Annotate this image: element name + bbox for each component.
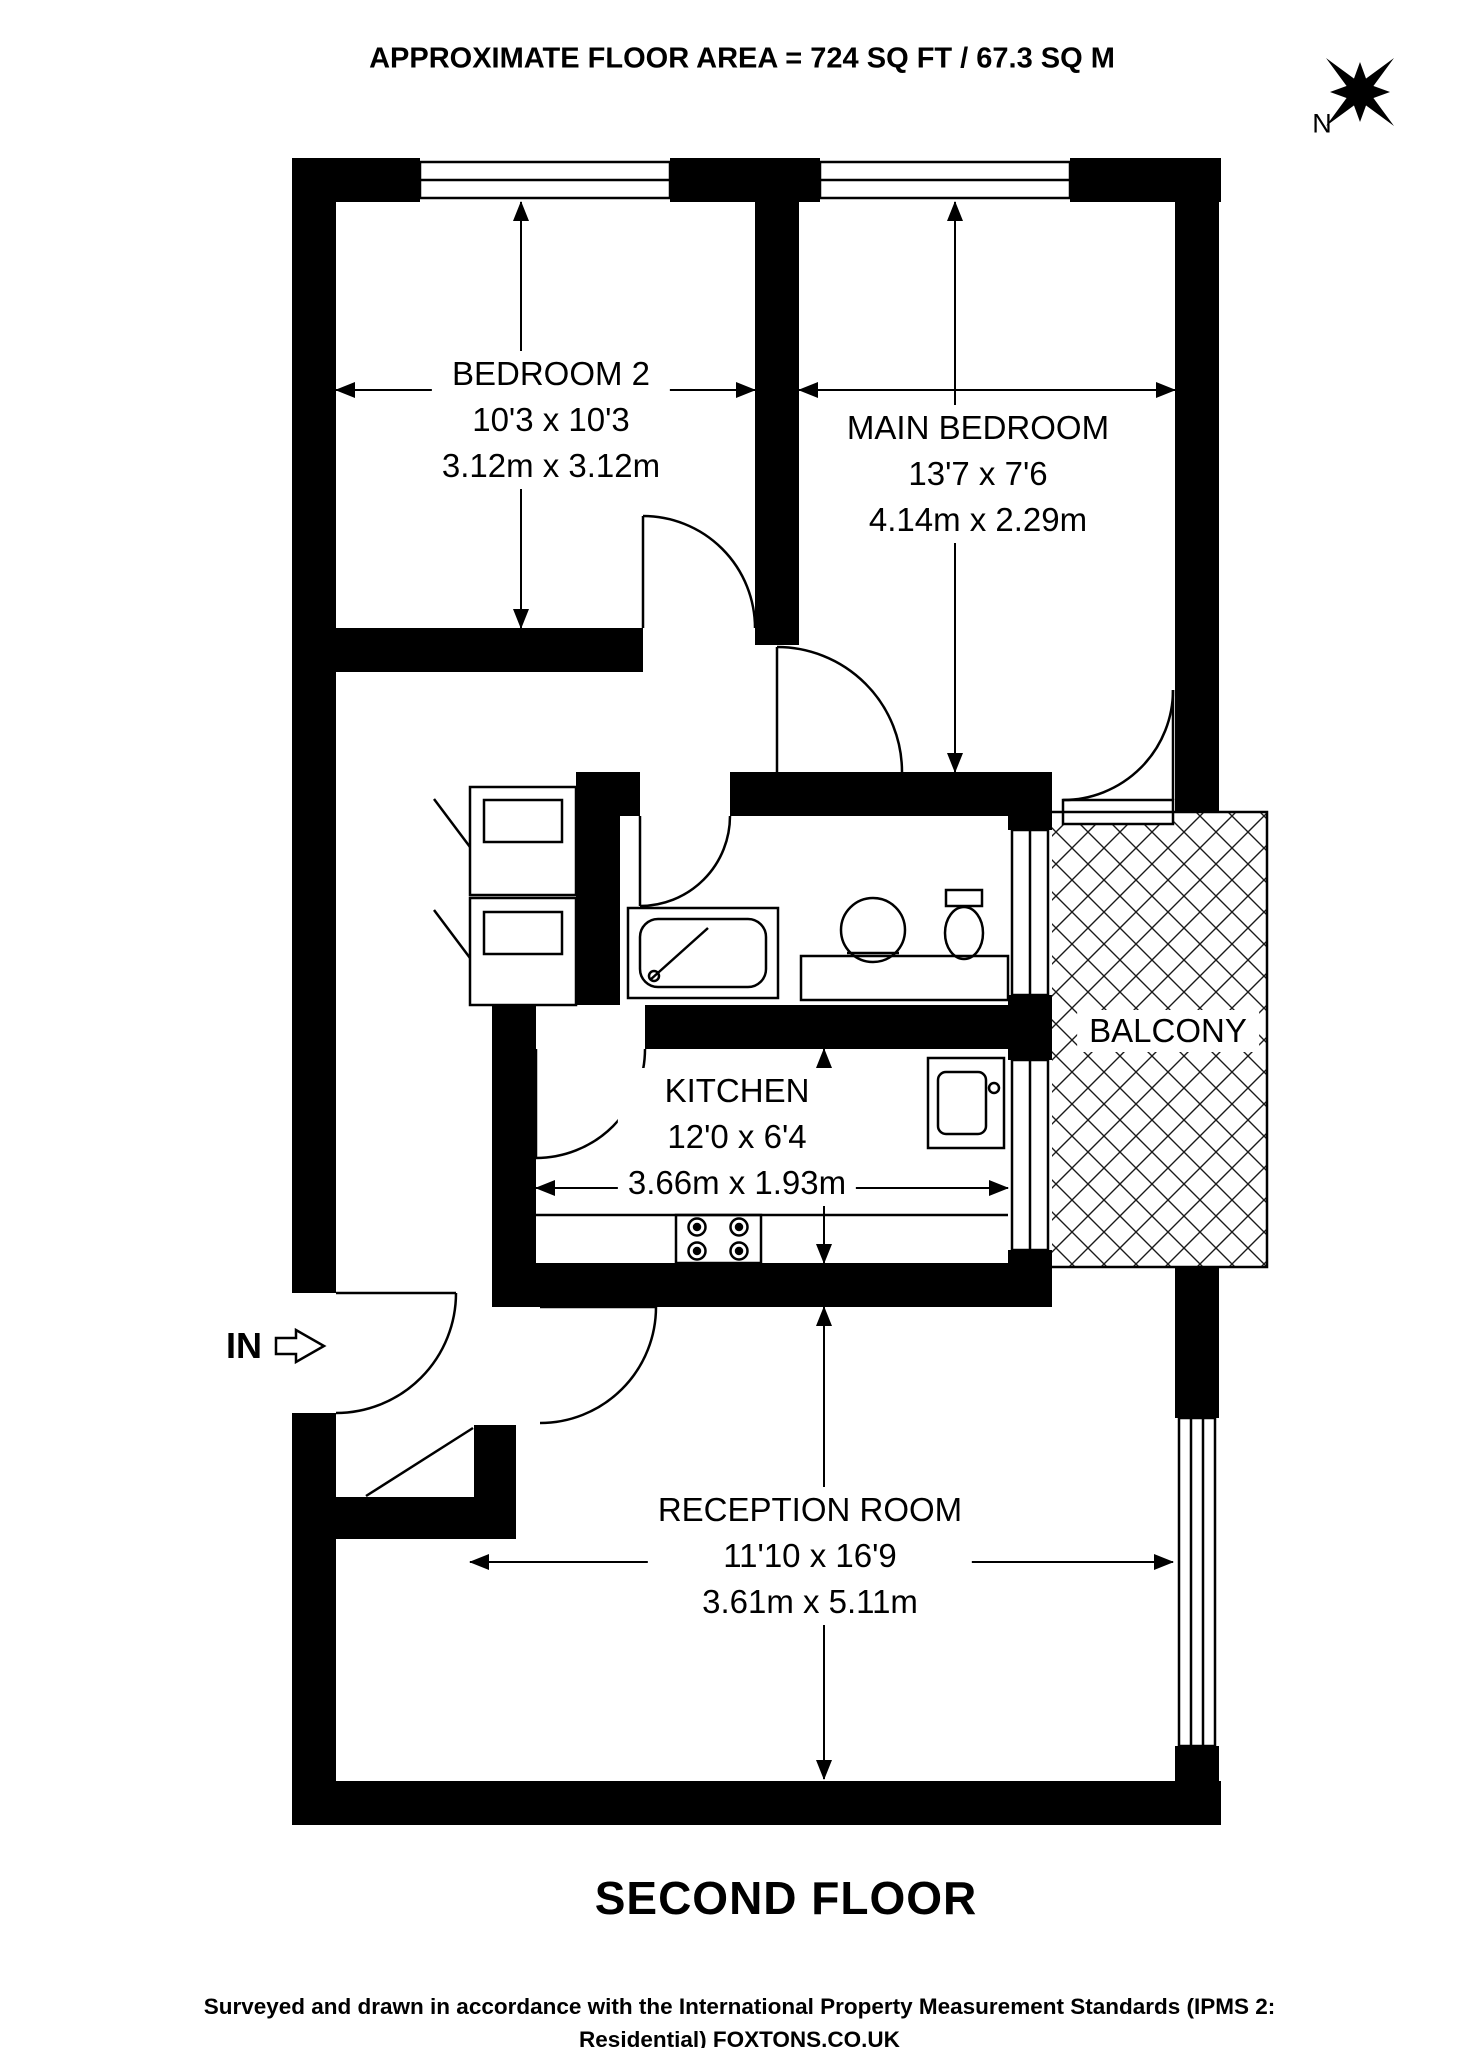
bathroom-balcony-window (1010, 828, 1050, 997)
wall (645, 1005, 1052, 1049)
wall (336, 628, 643, 672)
windows (418, 160, 1217, 1748)
wall (292, 158, 336, 1293)
bedroom2-door (641, 514, 757, 629)
main-bedroom-label: MAIN BEDROOM 13'7 x 7'6 4.14m x 2.29m (836, 405, 1120, 543)
wall (1008, 1250, 1052, 1307)
compass-cardinal-star (1330, 62, 1390, 122)
wall (755, 202, 799, 645)
reception-window (1177, 1416, 1217, 1748)
wall (474, 1425, 516, 1539)
wall (1008, 995, 1052, 1060)
hall-reception-door (539, 1305, 658, 1425)
room-dims-metric: 4.14m x 2.29m (868, 501, 1088, 538)
bathtub (626, 906, 780, 1000)
hall-cupboard-lower (433, 896, 578, 1007)
compass-rose (1326, 58, 1394, 126)
floor-area-header: APPROXIMATE FLOOR AREA = 724 SQ FT / 67.… (369, 42, 1115, 75)
room-name: BEDROOM 2 (451, 355, 651, 392)
balcony-label: BALCONY (1077, 1010, 1259, 1052)
wash-basin (839, 896, 907, 964)
balcony-door (1062, 689, 1175, 802)
kitchen-label: KITCHEN 12'0 x 6'4 3.66m x 1.93m (617, 1068, 857, 1206)
main-bedroom-door (775, 645, 904, 773)
compass-north-label: N (1312, 108, 1332, 139)
bathroom-vanity (799, 954, 1010, 1002)
wall (1175, 158, 1219, 812)
closet-door (365, 1426, 474, 1498)
hob (674, 1213, 763, 1265)
wall (492, 1005, 536, 1307)
wall (292, 1413, 336, 1825)
bathroom-door (638, 815, 732, 908)
room-name: MAIN BEDROOM (846, 409, 1110, 446)
wall (492, 1263, 1052, 1307)
entrance-door (335, 1291, 458, 1415)
entrance-arrow-icon (274, 1327, 327, 1365)
walls (292, 158, 1221, 1825)
footer-line-1: Surveyed and drawn in accordance with th… (203, 1994, 1276, 2019)
wall (1008, 772, 1052, 830)
room-dims-metric: 3.66m x 1.93m (627, 1164, 847, 1201)
hall-cupboard-upper (433, 785, 578, 897)
kitchen-balcony-window (1010, 1058, 1050, 1252)
bedroom2-label: BEDROOM 2 10'3 x 10'3 3.12m x 3.12m (431, 351, 671, 489)
wall (292, 1781, 1221, 1825)
wall (1175, 1746, 1219, 1825)
main-bedroom-window (818, 160, 1072, 200)
footer-disclaimer: Surveyed and drawn in accordance with th… (0, 1990, 1479, 2048)
balcony-boundary (1052, 810, 1269, 1269)
room-dims-imperial: 10'3 x 10'3 (472, 401, 630, 438)
room-name: KITCHEN (664, 1072, 810, 1109)
wall (670, 158, 820, 202)
reception-label: RECEPTION ROOM 11'10 x 16'9 3.61m x 5.11… (647, 1487, 973, 1625)
room-dims-metric: 3.12m x 3.12m (441, 447, 661, 484)
entrance-in-label: IN (226, 1325, 262, 1366)
wall (576, 772, 620, 1005)
floor-title: SECOND FLOOR (594, 1872, 978, 1924)
room-name: RECEPTION ROOM (657, 1491, 963, 1528)
doors (335, 514, 1175, 1498)
kitchen-sink (926, 1056, 1006, 1150)
balcony-door-glazing (1061, 798, 1175, 826)
toilet (943, 888, 985, 961)
wall (730, 772, 1052, 816)
room-dims-imperial: 13'7 x 7'6 (908, 455, 1048, 492)
room-dims-metric: 3.61m x 5.11m (702, 1583, 918, 1620)
wall (1175, 1267, 1219, 1418)
room-dims-imperial: 12'0 x 6'4 (667, 1118, 807, 1155)
footer-line-2: Residential) FOXTONS.CO.UK (579, 2027, 900, 2048)
bedroom2-window (418, 160, 672, 200)
fixtures (433, 785, 1010, 1265)
room-dims-imperial: 11'10 x 16'9 (723, 1537, 897, 1574)
